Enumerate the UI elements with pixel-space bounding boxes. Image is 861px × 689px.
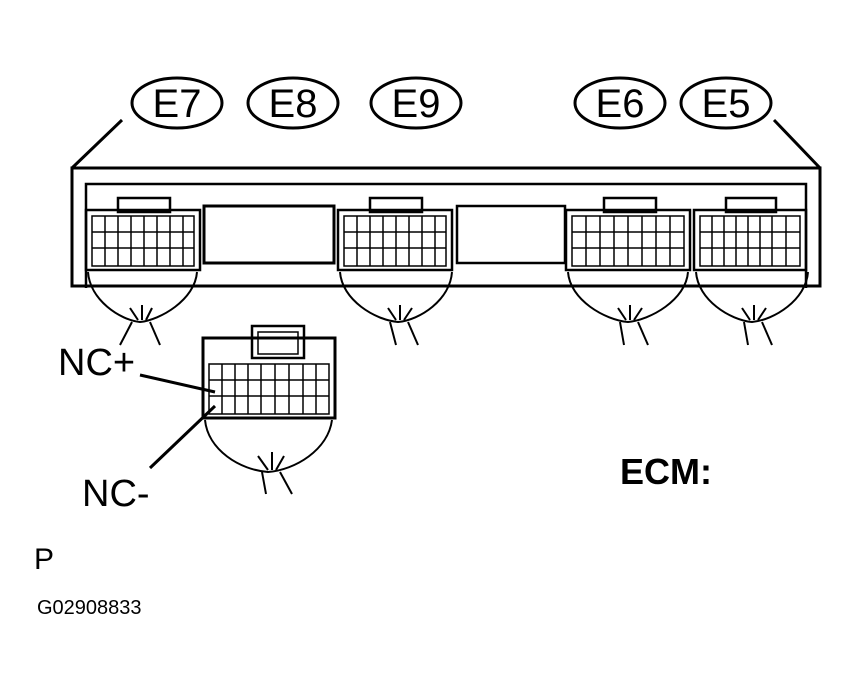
harness-e7: [87, 271, 198, 346]
detail-harness: [204, 419, 333, 495]
harness-e5: [695, 271, 809, 346]
connector-e7-body: [84, 196, 202, 272]
label-e5-group: E5: [679, 76, 773, 130]
harness-e6: [567, 271, 689, 346]
label-e6-group: E6: [573, 76, 667, 130]
pin-label-nc-minus: NC-: [82, 473, 150, 515]
label-e7-group: E7: [130, 76, 224, 130]
label-e5-oval: [679, 76, 773, 130]
connector-e6-body: [564, 196, 692, 272]
leader-nc-plus: [139, 373, 216, 394]
label-e7-oval: [130, 76, 224, 130]
leader-nc-minus: [148, 404, 217, 470]
connector-e9-pin-grid: [343, 215, 447, 267]
label-e8: E8: [269, 82, 318, 126]
detail-connector-pin-grid: [208, 363, 330, 415]
harness-e9: [339, 271, 453, 346]
label-e8-group: E8: [246, 76, 340, 130]
label-e5: E5: [702, 82, 751, 126]
pin-label-nc-plus: NC+: [58, 342, 135, 384]
label-e8-oval: [246, 76, 340, 130]
footer-letter: P: [34, 543, 54, 576]
label-e6-oval: [573, 76, 667, 130]
connector-e7-pin-grid: [91, 215, 195, 267]
label-e9-group: E9: [369, 76, 463, 130]
detail-connector-body: [201, 324, 337, 420]
connector-e9-body: [336, 196, 454, 272]
connector-e6-pin-grid: [571, 215, 685, 267]
blank-panel-e8: [202, 204, 336, 265]
blank-panel-middle: [455, 204, 567, 265]
connector-e5-body: [692, 196, 808, 272]
label-e6: E6: [596, 82, 645, 126]
label-e9: E9: [392, 82, 441, 126]
connector-e5-pin-grid: [699, 215, 801, 267]
figure-code: G02908833: [37, 597, 142, 619]
label-e9-oval: [369, 76, 463, 130]
label-e7: E7: [153, 82, 202, 126]
unit-label-ecm: ECM:: [620, 451, 712, 492]
